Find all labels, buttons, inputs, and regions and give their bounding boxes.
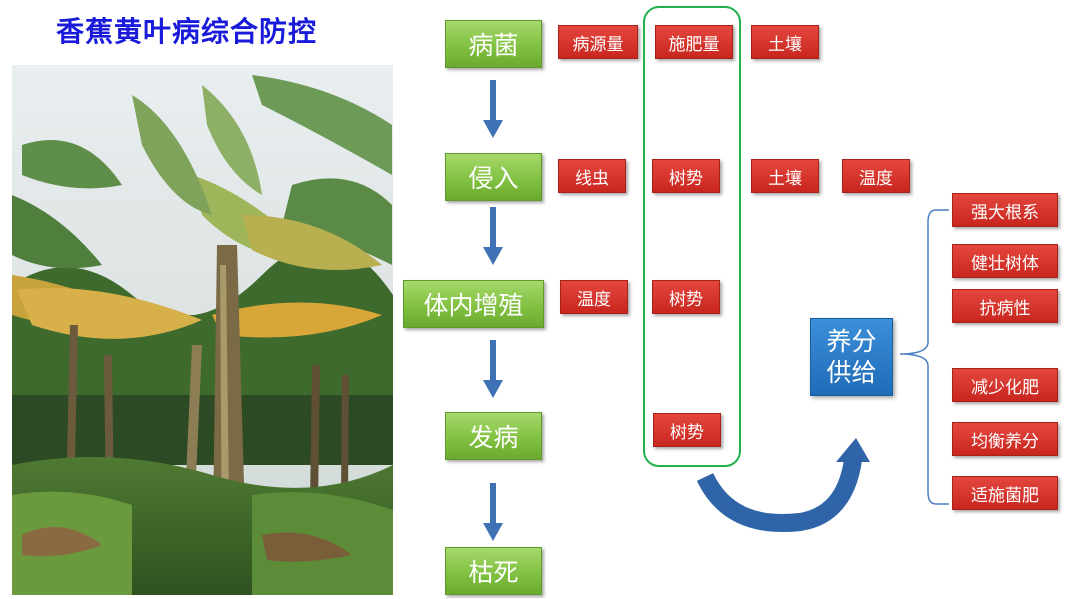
down-arrow-icon: [483, 483, 503, 541]
stage-proliferation: 体内增殖: [403, 280, 544, 328]
measure-microbial-fertilizer: 适施菌肥: [952, 476, 1058, 510]
page-title: 香蕉黄叶病综合防控: [56, 15, 318, 48]
factor-nematode: 线虫: [558, 159, 626, 193]
nutrient-supply-box: 养分供给: [810, 318, 893, 396]
factor-soil: 土壤: [751, 159, 819, 193]
factor-tree-vigor: 树势: [653, 413, 721, 447]
factor-temperature: 温度: [842, 159, 910, 193]
factor-fertilizer-amount: 施肥量: [655, 25, 733, 59]
down-arrow-icon: [483, 340, 503, 398]
benefit-strong-roots: 强大根系: [952, 193, 1058, 227]
stage-invasion: 侵入: [445, 153, 542, 201]
stage-pathogen: 病菌: [445, 20, 542, 68]
factor-temperature: 温度: [560, 280, 628, 314]
stage-death: 枯死: [445, 547, 542, 595]
factor-tree-vigor: 树势: [652, 159, 720, 193]
down-arrow-icon: [483, 207, 503, 265]
factor-tree-vigor: 树势: [652, 280, 720, 314]
stage-onset: 发病: [445, 412, 542, 460]
factor-pathogen-amount: 病源量: [558, 25, 638, 59]
measure-balanced-nutrients: 均衡养分: [952, 422, 1058, 456]
banana-plant-photo: [12, 65, 393, 595]
benefit-disease-resistance: 抗病性: [952, 289, 1058, 323]
tree-vigor-group-frame: [643, 6, 741, 467]
benefit-healthy-tree: 健壮树体: [952, 244, 1058, 278]
factor-soil: 土壤: [751, 25, 819, 59]
measure-reduce-chemical-fertilizer: 减少化肥: [952, 368, 1058, 402]
down-arrow-icon: [483, 80, 503, 138]
